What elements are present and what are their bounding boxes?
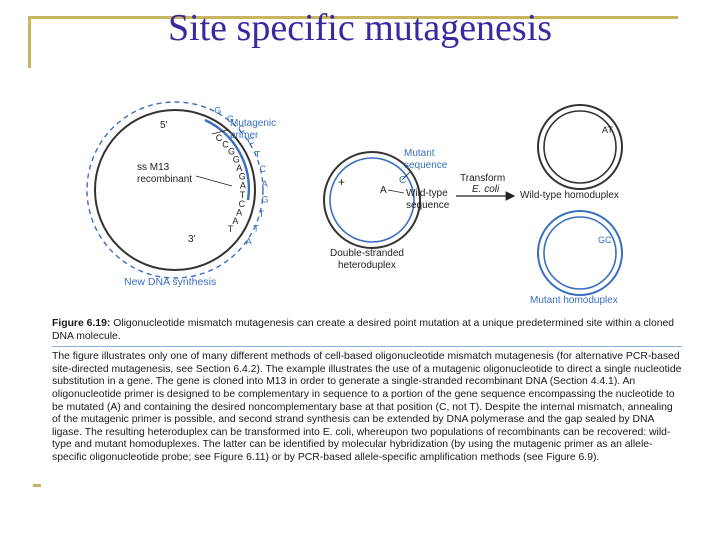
- ss-m13-circle: [94, 109, 256, 271]
- ecoli-label: E. coli: [472, 184, 500, 195]
- wildtype-sequence-label-1: Wild-type: [406, 188, 448, 199]
- primer-base-1: G: [227, 114, 234, 124]
- primer-base-4: T: [255, 150, 261, 160]
- template-base-10: A: [232, 216, 238, 226]
- plus-strand-sign: +: [338, 175, 345, 189]
- mutant-sequence-label-2: sequence: [404, 160, 448, 171]
- mutant-pair-gc: GC: [598, 235, 612, 245]
- three-prime-label: 3': [188, 234, 196, 245]
- frame-bottom-mark: [33, 484, 41, 487]
- mutagenic-primer-strand: [204, 118, 250, 201]
- template-base-2: G: [228, 146, 235, 156]
- caption-lead: Figure 6.19: Oligonucleotide mismatch mu…: [52, 318, 682, 343]
- double-stranded-label-2: heteroduplex: [338, 260, 396, 271]
- template-base-9: A: [236, 208, 242, 218]
- transform-label: Transform: [460, 173, 505, 184]
- figure-number: Figure 6.19:: [52, 318, 111, 329]
- template-base-0: C: [216, 133, 223, 143]
- mutant-sequence-label-1: Mutant: [404, 148, 435, 159]
- five-prime-label: 5': [160, 120, 168, 131]
- mismatch-base-a: A: [380, 185, 387, 196]
- template-base-7: T: [240, 190, 246, 200]
- ss-m13-label-2: recombinant: [137, 174, 192, 185]
- primer-base-2: C: [238, 124, 245, 134]
- ss-m13-label-1: ss M13: [137, 162, 170, 173]
- wildtype-sequence-pointer: [387, 189, 405, 194]
- wildtype-inner-circle: [543, 110, 617, 184]
- primer-base-9: T: [253, 224, 259, 234]
- primer-base-8: T: [259, 209, 265, 219]
- mismatch-base-c: C: [399, 175, 406, 186]
- figure-title: Oligonucleotide mismatch mutagenesis can…: [52, 318, 675, 342]
- frame-top-rule: [28, 16, 678, 19]
- wildtype-homoduplex-label: Wild-type homoduplex: [520, 190, 619, 201]
- primer-base-10: A: [246, 237, 252, 247]
- caption-divider: [52, 346, 682, 348]
- slide-title: Site specific mutagenesis: [167, 7, 553, 49]
- template-base-1: C: [222, 139, 229, 149]
- double-stranded-label-1: Double-stranded: [330, 248, 404, 259]
- heteroduplex-inner-circle: [329, 157, 415, 243]
- primer-base-7: G: [262, 194, 269, 204]
- wildtype-pair-at: AT: [602, 125, 613, 135]
- figure-caption: Figure 6.19: Oligonucleotide mismatch mu…: [52, 318, 682, 465]
- heteroduplex-outer-circle: [323, 151, 421, 249]
- template-base-3: G: [233, 154, 240, 164]
- mutagenic-primer-label-1: Mutagenic: [230, 118, 276, 129]
- primer-base-0: G: [214, 106, 221, 116]
- primer-base-5: C: [260, 164, 267, 174]
- new-dna-synthesis-arc: [86, 101, 264, 279]
- ss-m13-pointer: [195, 175, 233, 187]
- mutant-inner-circle: [543, 216, 617, 290]
- mutant-homoduplex-label: Mutant homoduplex: [530, 295, 618, 306]
- template-base-4: A: [236, 163, 242, 173]
- mutant-outer-circle: [537, 210, 623, 296]
- template-base-5: G: [239, 172, 246, 182]
- template-base-6: A: [240, 181, 246, 191]
- primer-base-6: A: [262, 179, 268, 189]
- primer-pointer: [211, 129, 229, 135]
- template-base-11: T: [228, 224, 234, 234]
- primer-base-3: C: [248, 136, 255, 146]
- mutant-sequence-pointer: [401, 171, 411, 181]
- mutagenic-primer-label-2: primer: [230, 130, 259, 141]
- new-dna-synthesis-label: New DNA synthesis: [124, 276, 216, 288]
- caption-body: The figure illustrates only one of many …: [52, 351, 682, 463]
- wildtype-sequence-label-2: sequence: [406, 200, 450, 211]
- frame-left-rule: [28, 16, 31, 68]
- wildtype-outer-circle: [537, 104, 623, 190]
- template-base-8: C: [239, 199, 246, 209]
